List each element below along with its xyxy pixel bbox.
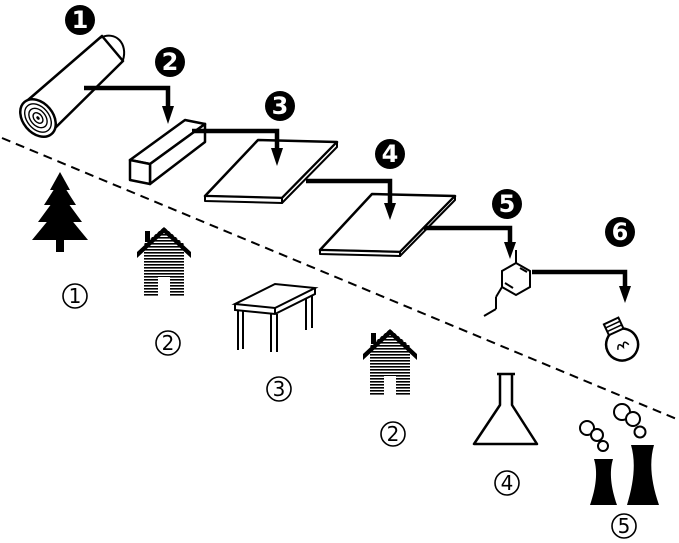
use-label-6: 5 [611,513,637,539]
step-label: 4 [382,140,399,168]
beam-icon [128,118,207,186]
use-label-3: 3 [266,376,292,402]
use-label-text: 2 [387,422,400,446]
use-label-text: 3 [273,377,286,401]
use-label-text: 2 [162,331,175,355]
use-label-4: 2 [380,421,406,447]
step-label: 3 [272,92,289,120]
process-arrows [84,85,628,288]
arrow-heads [162,106,631,303]
chemical-structure-icon [483,250,531,317]
step-badge-4: 4 [375,139,405,169]
step-badge-3: 3 [265,91,295,121]
table-icon [231,282,319,352]
light-bulb-icon [602,316,640,362]
step-label: 6 [612,218,629,246]
use-label-text: 4 [501,471,514,495]
power-plant-icon [579,403,659,505]
step-badge-2: 2 [155,47,185,77]
tree-icon [32,172,88,252]
use-label-text: 5 [618,514,631,538]
use-label-5: 4 [494,470,520,496]
use-label-text: 1 [69,284,82,308]
step-label: 5 [499,190,516,218]
step-label: 2 [162,48,179,76]
log-icon [19,34,126,139]
step-label: 1 [72,6,89,34]
board-icon [203,138,339,204]
house-icon [137,227,191,296]
step-badge-5: 5 [492,189,522,219]
step-badge-1: 1 [65,5,95,35]
flask-icon [472,372,539,446]
house-icon [363,329,417,395]
use-label-1: 1 [62,283,88,309]
use-label-2: 2 [155,330,181,356]
divider-line [1,137,679,421]
step-badge-6: 6 [605,217,635,247]
